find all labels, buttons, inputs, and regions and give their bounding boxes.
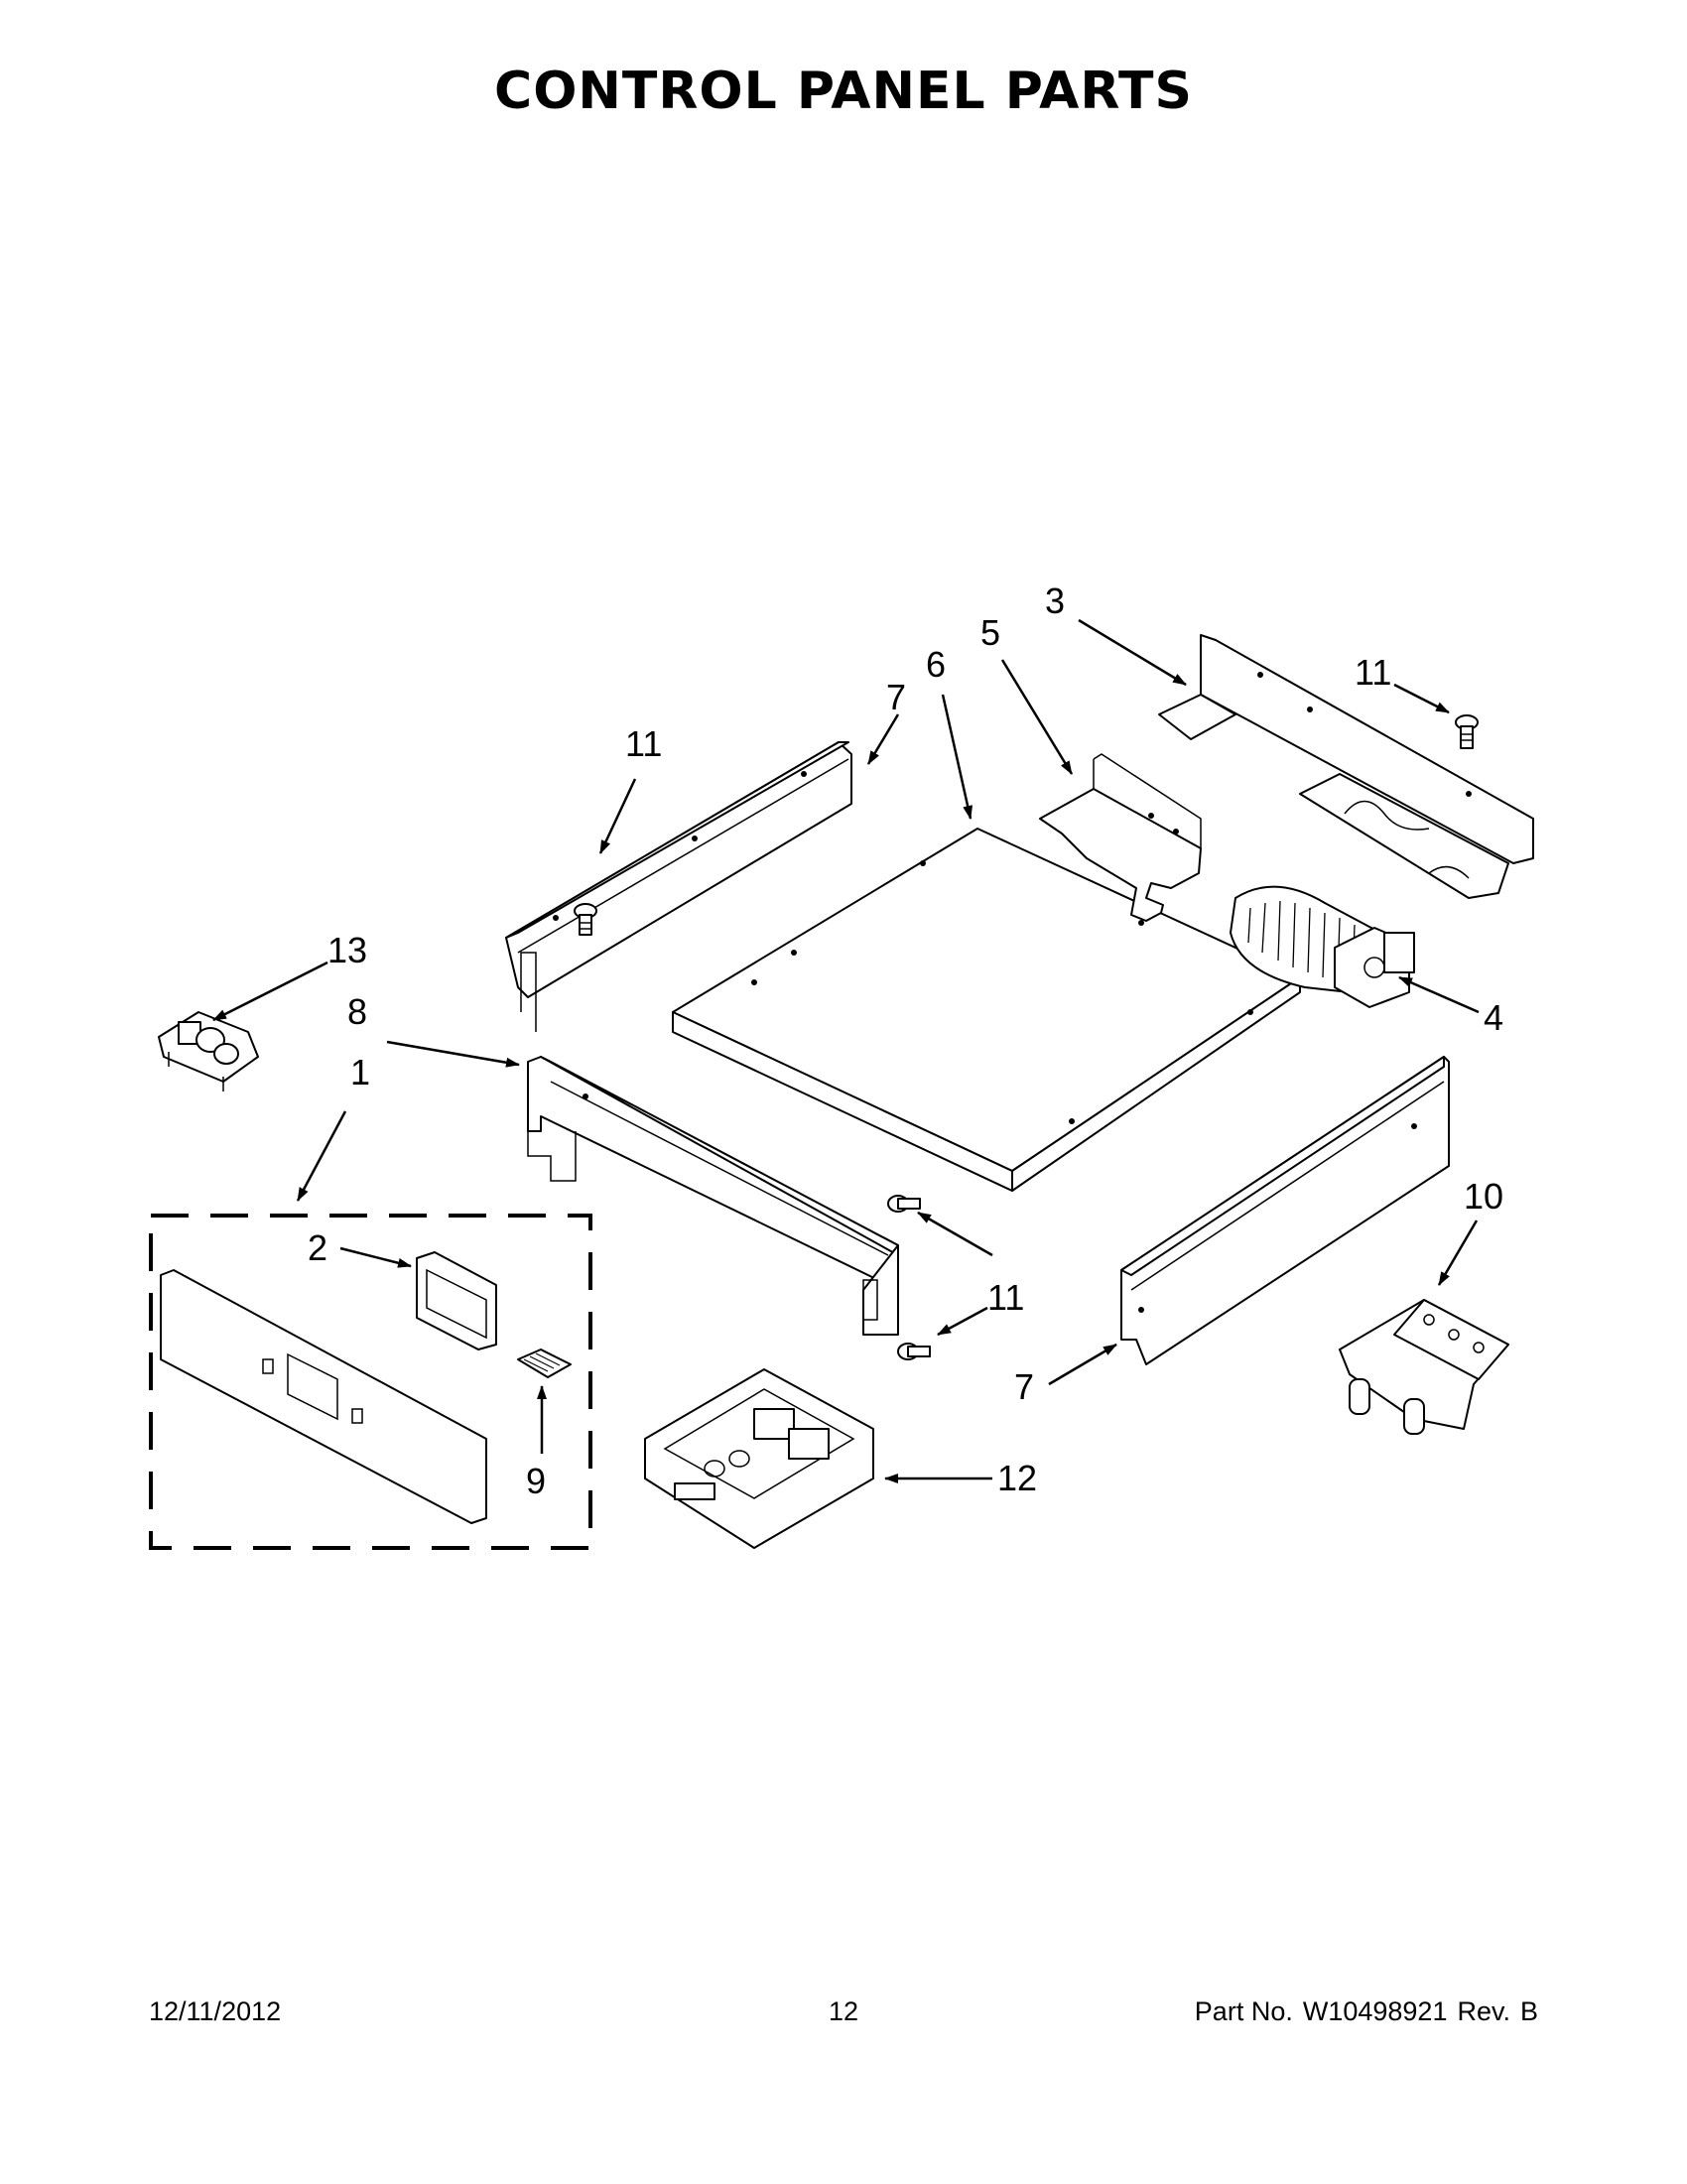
part-10-shield — [1339, 1299, 1509, 1435]
revision-value: B — [1519, 1996, 1538, 2026]
callout-5: 5 — [980, 612, 1000, 653]
callout-7-top: 7 — [886, 677, 906, 717]
part-5-bracket — [1039, 753, 1202, 922]
callout-11-top-right: 11 — [1355, 652, 1391, 693]
revision-label: Rev. — [1457, 1996, 1510, 2026]
callout-12: 12 — [997, 1458, 1037, 1498]
part-11-screw-c — [887, 1195, 921, 1213]
part-2-display — [416, 1251, 497, 1350]
callout-6: 6 — [926, 644, 946, 685]
footer-page-number: 12 — [828, 1996, 859, 2026]
part-12-board — [644, 1368, 874, 1549]
footer-date: 12/11/2012 — [149, 1996, 282, 2026]
part-13-module — [158, 1011, 259, 1092]
part-11-screw-d — [897, 1343, 931, 1360]
part-11-screw-a — [574, 903, 597, 936]
part-number-label: Part No. — [1194, 1996, 1293, 2026]
part-6-panel — [672, 828, 1301, 1192]
part-8-rail — [527, 1056, 899, 1336]
callout-8: 8 — [347, 991, 367, 1032]
leader-lines — [212, 618, 1480, 1483]
part-3-bracket — [1158, 634, 1534, 899]
callout-9: 9 — [526, 1461, 546, 1501]
callout-11-middle: 11 — [987, 1277, 1024, 1318]
footer-part-number: Part No. W10498921 Rev. B — [1195, 1996, 1538, 2027]
callout-13: 13 — [327, 930, 367, 970]
part-9-keypad — [517, 1349, 572, 1378]
callout-7-bottom: 7 — [1014, 1366, 1034, 1407]
part-number-value: W10498921 — [1302, 1996, 1448, 2026]
part-1-assembly-box — [149, 1214, 592, 1550]
part-11-screw-b — [1455, 714, 1479, 749]
callout-2: 2 — [308, 1227, 327, 1268]
callout-3: 3 — [1045, 580, 1065, 621]
callout-1: 1 — [350, 1052, 370, 1092]
page-title: CONTROL PANEL PARTS — [494, 62, 1193, 121]
part-7-rail-right — [1120, 1056, 1450, 1365]
callout-10: 10 — [1464, 1176, 1503, 1217]
callout-4: 4 — [1484, 997, 1503, 1038]
callout-11-top-left: 11 — [625, 723, 662, 764]
part-4-blower — [1230, 885, 1415, 1008]
part-1-panel — [160, 1269, 487, 1524]
